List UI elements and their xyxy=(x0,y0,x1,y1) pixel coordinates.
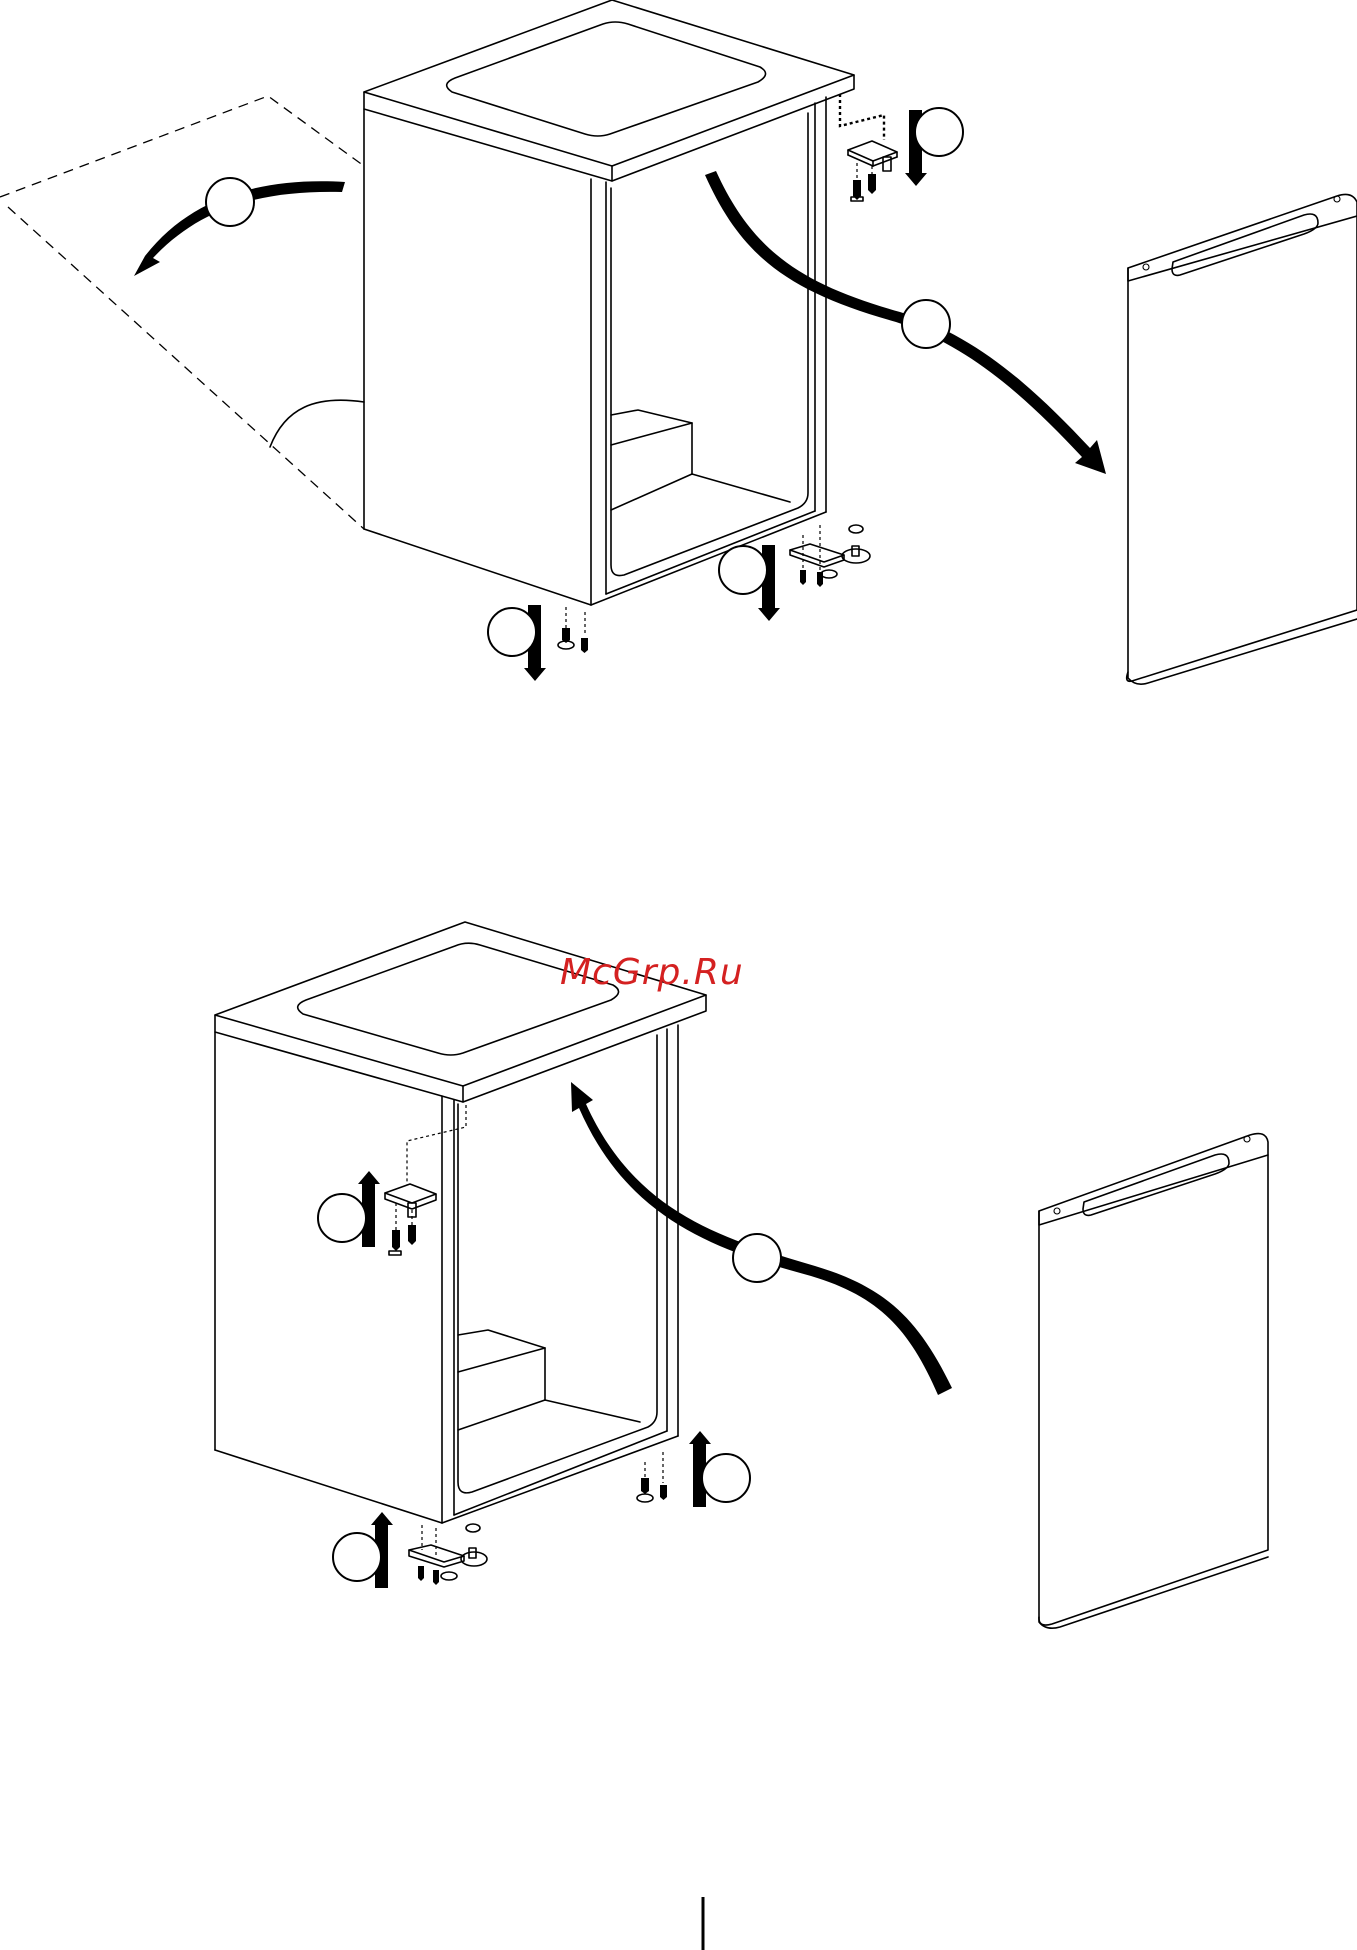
removed-door xyxy=(1127,194,1357,684)
step-marker xyxy=(915,108,963,156)
bottom-illustration xyxy=(215,922,1268,1628)
door-to-fit xyxy=(1039,1134,1268,1629)
movement-arrows xyxy=(134,110,1106,681)
fridge-cabinet-refit xyxy=(215,922,706,1523)
step-marker xyxy=(333,1533,381,1581)
lower-hinge-refit xyxy=(409,1452,667,1585)
step-marker xyxy=(702,1454,750,1502)
upper-hinge-parts xyxy=(840,94,897,201)
step-marker xyxy=(719,546,767,594)
watermark: McGrp.Ru xyxy=(560,952,744,993)
step-marker xyxy=(488,608,536,656)
step-marker xyxy=(902,300,950,348)
fridge-cabinet xyxy=(364,0,854,605)
lower-hinge-parts xyxy=(558,525,870,653)
top-illustration xyxy=(0,0,1357,684)
refit-arrows xyxy=(358,1082,952,1588)
step-marker xyxy=(206,178,254,226)
step-marker xyxy=(318,1194,366,1242)
door-swing-outline xyxy=(0,96,364,529)
step-marker xyxy=(733,1234,781,1282)
